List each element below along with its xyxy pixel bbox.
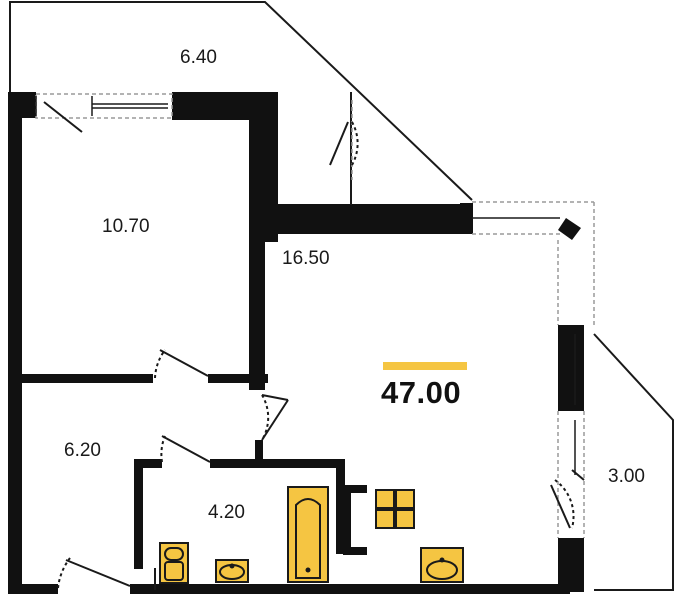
room-area-bedroom: 10.70 bbox=[102, 216, 150, 237]
toilet-icon bbox=[159, 542, 189, 584]
loggia-outline bbox=[593, 333, 674, 591]
room-area-balcony: 6.40 bbox=[180, 47, 217, 68]
window-glazing bbox=[35, 96, 576, 475]
thin-partitions bbox=[154, 92, 352, 590]
room-area-loggia: 3.00 bbox=[608, 466, 645, 487]
total-area-accent-bar bbox=[383, 362, 467, 370]
room-area-living: 16.50 bbox=[282, 248, 330, 269]
sink-icon bbox=[215, 559, 249, 583]
room-area-bathroom: 4.20 bbox=[208, 502, 245, 523]
kitchen-sink-icon bbox=[420, 547, 464, 583]
total-area: 47.00 bbox=[381, 375, 462, 410]
balcony-outline bbox=[9, 1, 473, 201]
stove-icon bbox=[375, 489, 415, 529]
room-area-hall: 6.20 bbox=[64, 440, 101, 461]
door-swing-icon bbox=[43, 101, 585, 589]
bathtub-icon bbox=[287, 486, 329, 583]
windows bbox=[35, 93, 595, 538]
walls bbox=[8, 92, 584, 594]
